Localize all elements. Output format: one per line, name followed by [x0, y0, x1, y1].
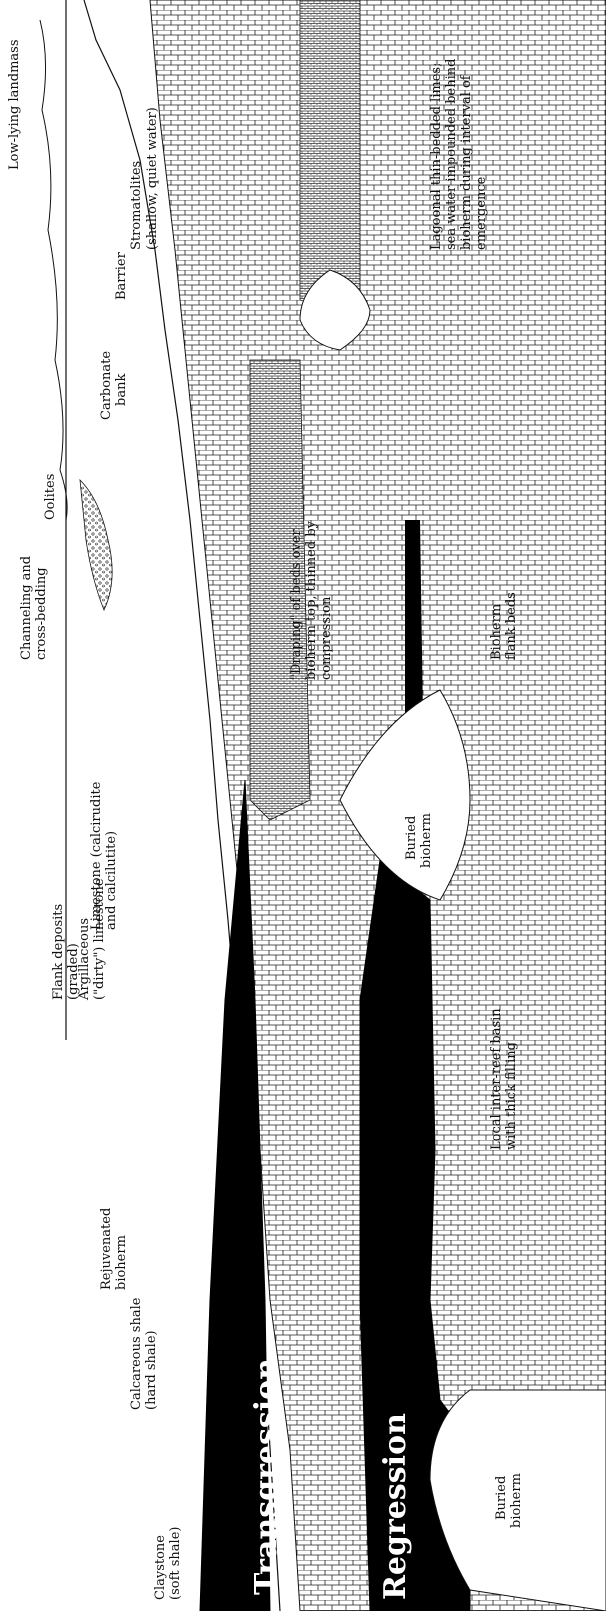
label-stromatolites: Stromatolites: [129, 161, 144, 250]
label-argillaceous-2: ("dirty") limestone: [92, 878, 107, 1000]
label-local-basin-1: Local inter-reef basin: [489, 1008, 504, 1150]
label-channeling-2: cross-bedding: [34, 567, 49, 660]
label-calcareous-1: Calcareous shale: [129, 1297, 144, 1410]
label-rejuvenated-2: bioherm: [114, 1235, 129, 1290]
label-calcareous-2: (hard shale): [144, 1330, 159, 1410]
label-claystone-2: (soft shale): [168, 1527, 183, 1600]
label-draping-1: "Draping" of beds over: [289, 529, 304, 680]
thin-bedded-band-upper: [300, 0, 360, 310]
label-carbonate-bank-2: bank: [114, 374, 129, 406]
label-low-lying-landmass: Low-lying landmass: [7, 40, 22, 171]
label-lagoonal-2: sea water impounded behind: [444, 59, 459, 250]
label-flank-deposits-2: (graded): [66, 943, 81, 1000]
label-local-basin-2: with thick filling: [504, 1042, 519, 1150]
label-carbonate-bank-1: Carbonate: [99, 351, 114, 420]
label-channeling-1: Channeling and: [19, 556, 34, 660]
label-bioherm-flank-2: flank beds: [504, 592, 519, 660]
label-draping-2: bioherm top, thinned by: [304, 520, 319, 680]
label-lagoonal-3: bioherm during interval of: [459, 74, 474, 250]
label-buried-bioherm-lower-2: bioherm: [509, 1473, 524, 1528]
label-bioherm-flank-1: Bioherm: [489, 604, 504, 660]
label-buried-bioherm-2: bioherm: [419, 813, 434, 868]
oolite-channel-fill: [80, 480, 112, 610]
label-lagoonal-4: emergence: [474, 176, 489, 250]
label-buried-bioherm-lower-1: Buried: [494, 1476, 509, 1520]
label-buried-bioherm-1: Buried: [404, 816, 419, 860]
label-regression: Regression: [378, 1413, 413, 1600]
label-claystone-1: Claystone: [153, 1535, 168, 1600]
label-rejuvenated-1: Rejuvenated: [99, 1208, 114, 1290]
label-oolites: Oolites: [43, 474, 58, 520]
label-transgression: Transgression: [249, 1358, 284, 1595]
label-barrier: Barrier: [114, 251, 129, 300]
label-flank-deposits-1: Flank deposits: [51, 904, 66, 1000]
label-draping-3: compression: [319, 596, 334, 680]
label-stromatolites-note: (shallow, quiet water): [145, 107, 160, 250]
label-lagoonal-1: Lagoonal thin-bedded limes;: [429, 63, 444, 250]
